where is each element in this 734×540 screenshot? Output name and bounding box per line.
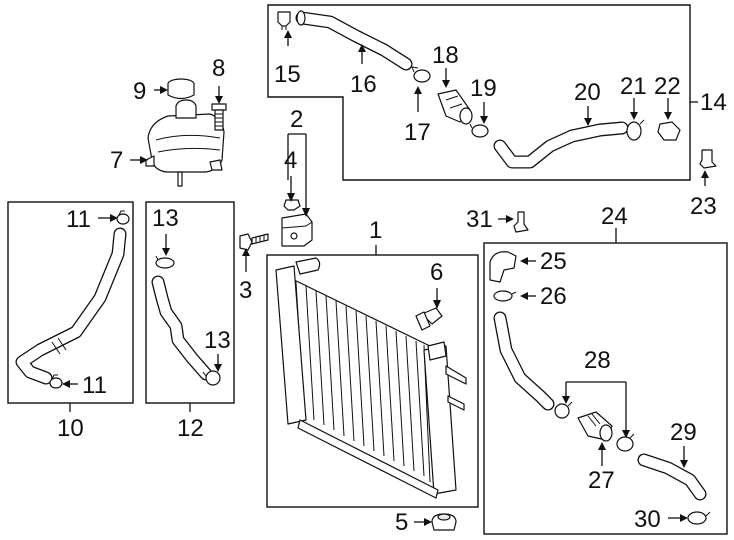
callout-2: 2 [290,106,303,133]
callout-6: 6 [430,259,443,286]
clip-15 [277,11,291,30]
callout-8: 8 [212,55,225,82]
clamp-30 [687,511,711,525]
callout-25: 25 [540,248,567,275]
callout-9: 9 [133,78,146,105]
connector-18 [437,89,473,125]
bleeder-23 [699,149,717,169]
radiator-fins [295,281,431,483]
callout-26: 26 [540,283,567,310]
clamp-13-bottom [202,370,221,386]
callout-11-top: 11 [66,206,91,233]
callout-21: 21 [620,73,647,100]
clamp-17 [411,66,431,83]
callout-14: 14 [700,89,727,116]
callout-1: 1 [369,217,382,244]
mount-5 [431,513,457,531]
callout-15: 15 [274,61,301,88]
callout-29: 29 [670,419,697,446]
callout-11-bottom: 11 [82,372,107,399]
callout-labels: 1 2 3 4 5 6 7 8 9 10 11 11 12 13 13 14 1… [57,42,727,536]
radiator [275,257,467,499]
callout-5: 5 [395,509,408,536]
cap-22 [657,121,681,141]
bolt-3 [239,233,269,251]
clamp-28-left [554,401,573,419]
connector-27 [577,411,613,442]
callout-24: 24 [601,203,628,230]
callout-3: 3 [239,277,252,304]
callout-13-top: 13 [152,205,179,232]
hose-24-lower [493,311,555,411]
leader-lines [62,30,709,526]
callout-19: 19 [470,75,497,102]
callout-17: 17 [404,119,431,146]
callout-20: 20 [574,79,601,106]
bolt-8 [211,103,227,131]
sensor-31 [513,211,529,233]
callout-13-bottom: 13 [204,327,231,354]
hose-20 [493,121,629,169]
clamp-19 [469,123,489,138]
group-box-1 [266,254,479,508]
drain-plug-6 [415,307,443,331]
fitting-25 [489,251,517,283]
hose-10 [15,227,127,385]
callout-31: 31 [466,206,493,233]
clamp-26 [493,290,517,302]
clamp-13-top [155,255,175,269]
callout-18: 18 [432,42,459,69]
clamp-11-bottom [49,374,63,389]
bracket-2 [281,213,313,247]
clamp-21 [626,119,645,141]
hose-12 [151,275,213,381]
reservoir-cap [167,78,195,100]
callout-27: 27 [588,467,615,494]
coolant-reservoir [145,99,225,187]
group-box-24 [483,242,728,535]
callout-12: 12 [177,415,204,442]
callout-16: 16 [350,71,377,98]
callout-22: 22 [654,73,681,100]
callout-30: 30 [634,506,661,533]
nut-4 [283,199,301,211]
callout-23: 23 [690,193,717,220]
callout-7: 7 [110,147,123,174]
hose-16 [295,10,413,71]
hose-29 [637,453,707,501]
group-box-14 [267,4,691,181]
clamp-11-top [116,210,130,225]
callout-4: 4 [284,147,297,174]
clamp-28-right [616,433,635,452]
callout-10: 10 [57,415,84,442]
callout-28: 28 [584,347,611,374]
